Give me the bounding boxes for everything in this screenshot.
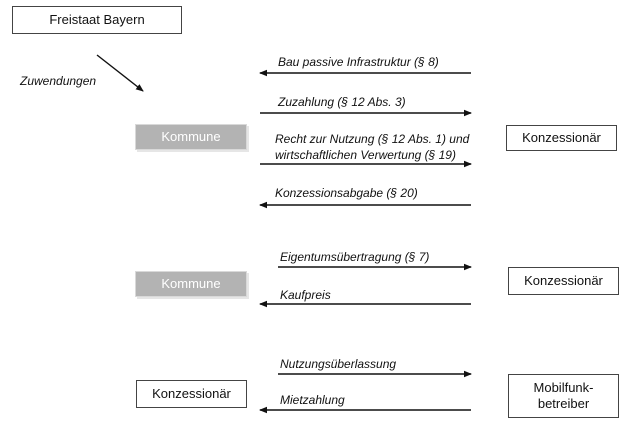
konzessionaer-label-3: Konzessionär — [152, 385, 231, 401]
mobilfunk-label-line2: betreiber — [537, 396, 590, 411]
label-recht-line2: wirtschaftlichen Verwertung (§ 19) — [275, 147, 456, 162]
konzessionaer-box-1: Konzessionär — [506, 125, 617, 151]
label-eigentum: Eigentumsübertragung (§ 7) — [280, 250, 430, 264]
freistaat-bayern-label: Freistaat Bayern — [49, 11, 145, 27]
freistaat-bayern-box: Freistaat Bayern — [12, 6, 182, 34]
konzessionaer-label-1: Konzessionär — [522, 129, 601, 145]
kommune-label-1: Kommune — [161, 128, 221, 144]
mobilfunk-label-line1: Mobilfunk- — [533, 379, 594, 395]
label-recht-nutzung: Recht zur Nutzung (§ 12 Abs. 1) und wirt… — [275, 132, 469, 163]
label-bau-passive: Bau passive Infrastruktur (§ 8) — [278, 55, 439, 69]
label-mietzahlung: Mietzahlung — [280, 393, 345, 407]
konzessionaer-box-2: Konzessionär — [508, 267, 619, 295]
arrow-zuwendungen — [96, 54, 144, 92]
mobilfunkbetreiber-box: Mobilfunk- betreiber — [508, 374, 619, 418]
kommune-box-1: Kommune — [135, 124, 247, 150]
kommune-label-2: Kommune — [161, 275, 221, 291]
konzessionaer-box-3: Konzessionär — [136, 380, 247, 408]
label-recht-line1: Recht zur Nutzung (§ 12 Abs. 1) und — [275, 132, 470, 146]
konzessionaer-label-2: Konzessionär — [524, 272, 603, 288]
label-zuwendungen: Zuwendungen — [20, 74, 97, 88]
label-zuzahlung: Zuzahlung (§ 12 Abs. 3) — [278, 95, 406, 109]
label-nutzungsueberlassung: Nutzungsüberlassung — [280, 357, 397, 371]
label-konzessionsabgabe: Konzessionsabgabe (§ 20) — [275, 186, 418, 200]
kommune-box-2: Kommune — [135, 271, 247, 297]
label-kaufpreis: Kaufpreis — [280, 288, 331, 302]
